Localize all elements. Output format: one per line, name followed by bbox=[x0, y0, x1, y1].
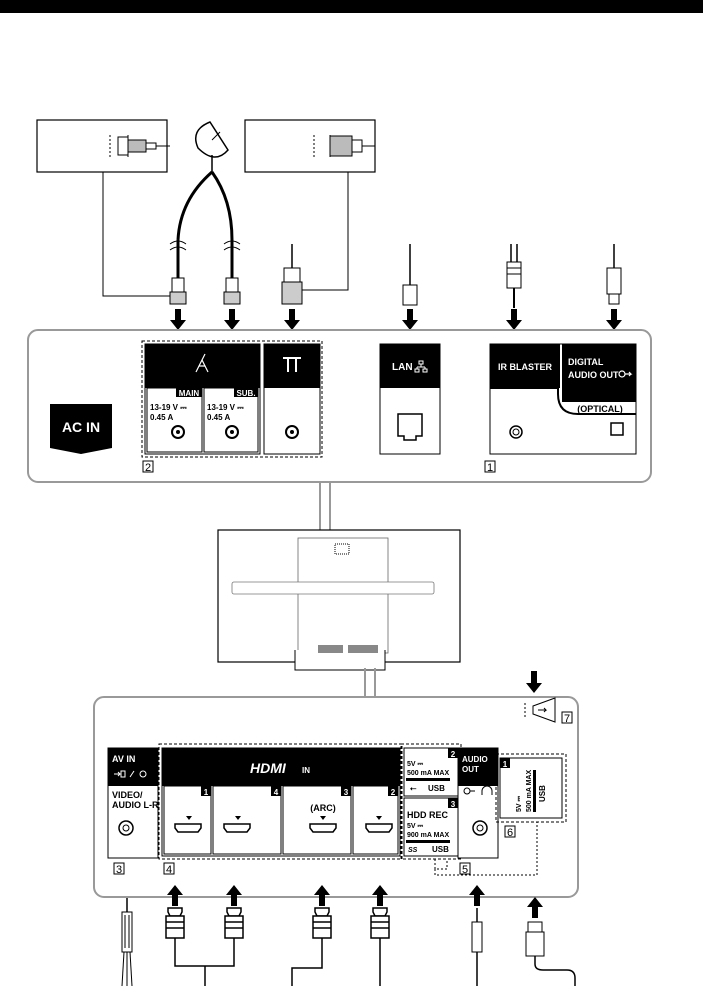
svg-text:7: 7 bbox=[564, 713, 570, 725]
optical-plug bbox=[606, 267, 622, 295]
svg-text:2: 2 bbox=[451, 750, 456, 759]
terrestrial-antenna-icon bbox=[283, 357, 301, 372]
svg-text:HDD REC: HDD REC bbox=[407, 810, 449, 820]
usb-port-2[interactable]: 2 5V ⎓ 500 mA MAX ⭠ USB bbox=[403, 747, 459, 797]
hdmi-port-1[interactable]: 1 bbox=[163, 785, 212, 855]
svg-text:500 mA MAX: 500 mA MAX bbox=[407, 770, 449, 777]
satellite-plug-main bbox=[169, 277, 187, 305]
svg-text:MAIN: MAIN bbox=[179, 389, 200, 398]
tv-rear-view bbox=[217, 529, 461, 671]
svg-text:AUDIO OUT: AUDIO OUT bbox=[568, 370, 619, 380]
svg-text:2: 2 bbox=[145, 462, 151, 474]
satellite-connector-box bbox=[36, 119, 170, 173]
upper-arrows bbox=[170, 309, 622, 330]
usb-port-1[interactable]: 1 5V ⎓ 500 mA MAX USB bbox=[499, 757, 563, 819]
svg-text:OUT: OUT bbox=[462, 765, 479, 774]
svg-text:5: 5 bbox=[462, 864, 468, 876]
svg-text:AV IN: AV IN bbox=[112, 754, 135, 764]
svg-text:AC IN: AC IN bbox=[62, 419, 100, 435]
satellite-plug-sub bbox=[223, 277, 241, 305]
svg-text:3: 3 bbox=[451, 800, 456, 809]
svg-text:13-19 V ⎓: 13-19 V ⎓ bbox=[150, 403, 187, 412]
header-bar bbox=[0, 0, 703, 13]
terrestrial-connector-box bbox=[244, 119, 376, 173]
hdmi-port-3-arc[interactable]: 3 (ARC) bbox=[282, 785, 352, 855]
audio-out-cable bbox=[471, 908, 483, 986]
svg-text:1: 1 bbox=[503, 760, 508, 769]
svg-text:5V ⎓: 5V ⎓ bbox=[407, 761, 424, 768]
svg-text:(ARC): (ARC) bbox=[310, 803, 336, 813]
svg-text:USB: USB bbox=[428, 784, 445, 793]
svg-text:USB: USB bbox=[432, 845, 449, 854]
svg-text:USB: USB bbox=[538, 785, 547, 802]
svg-text:3: 3 bbox=[116, 864, 122, 876]
usb-cable bbox=[525, 921, 576, 986]
lan-jack[interactable] bbox=[397, 413, 423, 441]
svg-text:1: 1 bbox=[204, 788, 209, 797]
svg-text:DIGITAL: DIGITAL bbox=[568, 357, 604, 367]
svg-text:(OPTICAL): (OPTICAL) bbox=[577, 404, 623, 414]
optical-jack[interactable] bbox=[610, 422, 624, 436]
ac-in-port: AC IN bbox=[50, 404, 112, 454]
svg-text:SUB.: SUB. bbox=[236, 389, 255, 398]
lower-arrows bbox=[167, 885, 543, 918]
antenna-plug bbox=[281, 267, 303, 305]
svg-text:4: 4 bbox=[166, 864, 172, 876]
ir-blaster-plug bbox=[506, 261, 522, 289]
usb-port-3-hdd-rec[interactable]: 3 HDD REC 5V ⎓ 900 mA MAX SS USB bbox=[403, 797, 459, 857]
hdmi-port-4[interactable]: 4 bbox=[212, 785, 282, 855]
network-icon bbox=[414, 360, 428, 373]
headphone-icon bbox=[463, 785, 493, 795]
svg-text:3: 3 bbox=[344, 788, 349, 797]
svg-text:AUDIO: AUDIO bbox=[462, 755, 488, 764]
satellite-dish-icon bbox=[195, 353, 209, 373]
svg-text:AUDIO L-R: AUDIO L-R bbox=[112, 800, 159, 810]
svg-text:1: 1 bbox=[487, 462, 493, 474]
svg-text:0.45 A: 0.45 A bbox=[207, 413, 230, 422]
svg-text:5V ⎓: 5V ⎓ bbox=[407, 823, 424, 830]
optical-out-icon bbox=[618, 370, 633, 378]
svg-text:5V ⎓: 5V ⎓ bbox=[516, 795, 523, 812]
svg-text:IN: IN bbox=[302, 766, 310, 775]
svg-text:0.45 A: 0.45 A bbox=[150, 413, 173, 422]
svg-text:6: 6 bbox=[507, 827, 513, 839]
hdmi-port-2[interactable]: 2 bbox=[352, 785, 399, 855]
av-in-cable bbox=[121, 898, 133, 986]
usb-icon: ⭠ bbox=[410, 784, 417, 793]
svg-text:VIDEO/: VIDEO/ bbox=[112, 790, 143, 800]
svg-text:LAN: LAN bbox=[392, 362, 413, 373]
svg-text:13-19 V ⎓: 13-19 V ⎓ bbox=[207, 403, 244, 412]
satellite-dish-icon bbox=[195, 121, 229, 172]
svg-text:IR BLASTER: IR BLASTER bbox=[498, 362, 553, 372]
hdmi-cables bbox=[165, 907, 390, 939]
svg-text:900 mA MAX: 900 mA MAX bbox=[407, 832, 449, 839]
svg-text:2: 2 bbox=[391, 788, 396, 797]
svg-text:500 mA MAX: 500 mA MAX bbox=[526, 770, 533, 812]
audio-out-port-group: AUDIO OUT bbox=[457, 747, 499, 859]
av-input-icon bbox=[114, 770, 147, 778]
svg-text:SS: SS bbox=[408, 847, 418, 854]
card-slot[interactable] bbox=[524, 697, 556, 723]
hdmi-logo: HDMI bbox=[250, 760, 287, 776]
svg-text:4: 4 bbox=[274, 788, 279, 797]
lan-plug bbox=[402, 284, 418, 306]
